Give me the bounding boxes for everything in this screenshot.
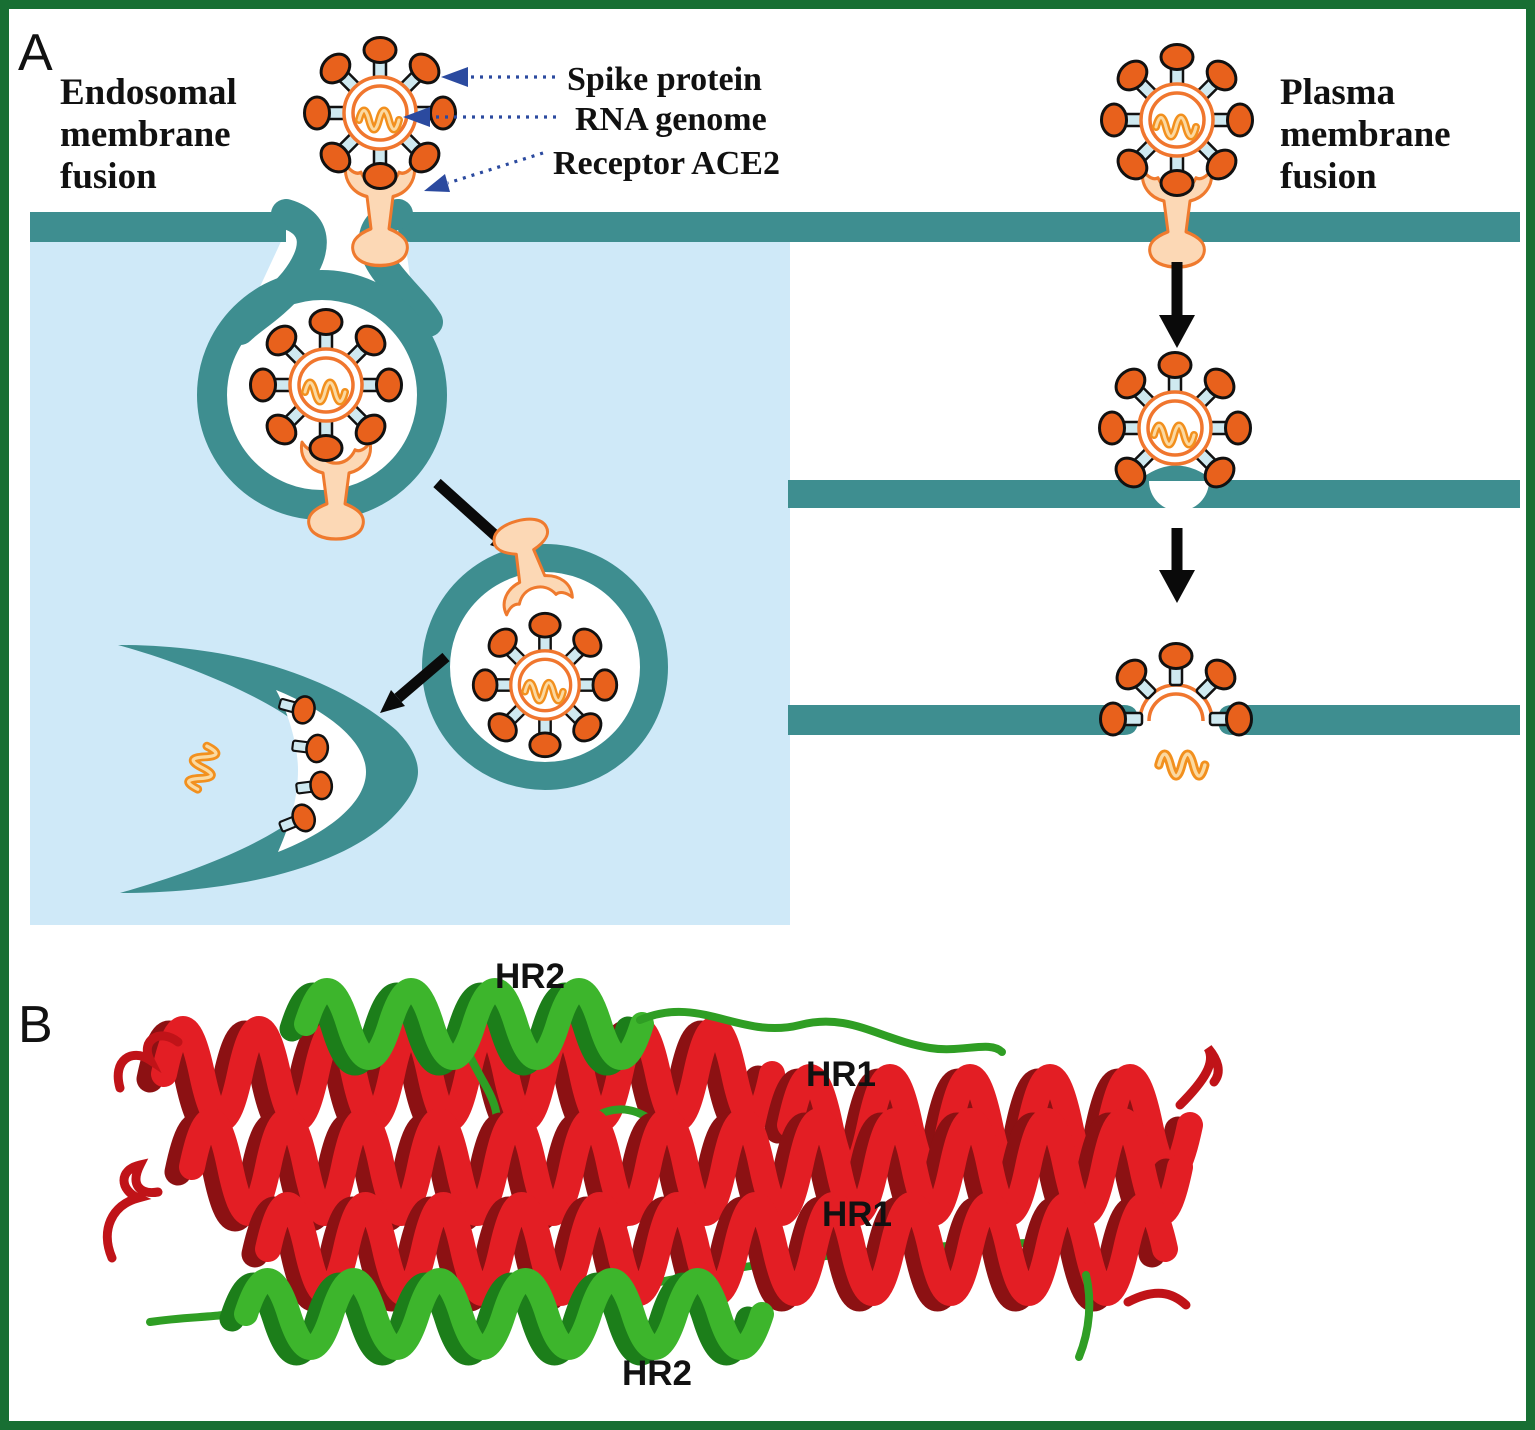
virus-particle [1102,45,1253,196]
rna-genome-label: RNA genome [575,101,767,138]
arrow-down-left-icon [380,652,450,713]
spike-protein-label: Spike protein [567,61,762,98]
hr2-strand [636,1007,1006,1056]
plasma-membrane-bottom [788,705,1520,735]
plasma-title: Plasma membrane fusion [1280,72,1451,197]
arrow-left-icon [424,174,450,192]
hr2-bottom-label: HR2 [622,1354,692,1393]
receptor-ace2-label: Receptor ACE2 [553,145,780,182]
endosomal-title: Endosomal membrane fusion [60,72,237,197]
released-rna-icon [1159,754,1205,776]
title-line: Endosomal [60,72,237,113]
red-strand [1175,1045,1223,1110]
title-line: Plasma [1280,72,1395,113]
six-helix-bundle [102,978,1223,1366]
virus-particle [251,310,402,461]
panel-a-label: A [18,24,53,82]
arrow-down-icon [1159,262,1195,348]
hr2-strand [1075,1271,1094,1361]
title-line: fusion [1280,156,1377,197]
arrow-left-icon [403,107,430,127]
plasma-membrane-middle [788,465,1520,511]
annotation-arrows [403,67,556,192]
title-line: membrane [1280,114,1451,155]
hr2-helix [234,1268,774,1360]
red-strand [113,1031,183,1093]
fusing-endosome [118,645,418,893]
red-strand [1123,1288,1191,1310]
red-strand [102,1158,163,1263]
virus-particle [473,613,616,756]
hr2-top-label: HR2 [495,957,565,996]
hr2-helix [294,978,654,1070]
virus-particle [305,38,456,189]
panel-b-label: B [18,996,53,1054]
hr1-helix [179,1108,1193,1226]
arrow-left-icon [441,67,468,87]
hr1-lower-label: HR1 [822,1195,892,1234]
arrow-down-icon [1159,528,1195,603]
title-line: fusion [60,156,157,197]
virus-envelope-fused [1099,642,1253,745]
title-line: membrane [60,114,231,155]
hr1-upper-label: HR1 [806,1055,876,1094]
